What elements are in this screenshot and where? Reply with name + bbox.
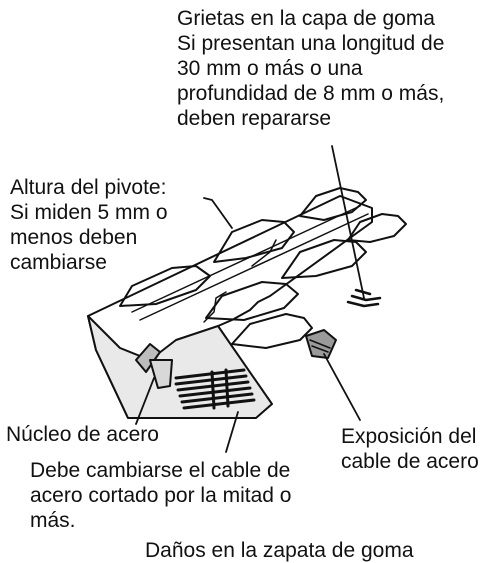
leader-line-steel-core bbox=[135, 377, 155, 425]
steel-core-section bbox=[135, 343, 161, 373]
cut-steel-cables bbox=[174, 368, 256, 410]
exposed-cable-strands bbox=[309, 339, 331, 353]
steel-core-label: Núcleo de acero bbox=[6, 423, 159, 446]
steel-core-lug bbox=[149, 359, 173, 389]
leader-line-cracks bbox=[331, 145, 365, 299]
leader-line-exposure bbox=[323, 353, 361, 421]
cut-steel-cable-label: Debe cambiarse el cable de acero cortado… bbox=[30, 459, 292, 532]
leader-line-pivot bbox=[203, 197, 233, 229]
leader-lines bbox=[135, 145, 365, 453]
steel-cable-exposure-label: Exposición del cable de acero bbox=[341, 425, 479, 473]
center-groove bbox=[131, 205, 369, 323]
figure-caption: Daños en la zapata de goma bbox=[145, 539, 414, 562]
pivot-height-label: Altura del pivote: Si miden 5 mm o menos… bbox=[10, 176, 168, 274]
rubber-cracks-label: Grietas en la capa de goma Si presentan … bbox=[177, 7, 445, 130]
leader-line-cut-cable bbox=[225, 411, 239, 453]
